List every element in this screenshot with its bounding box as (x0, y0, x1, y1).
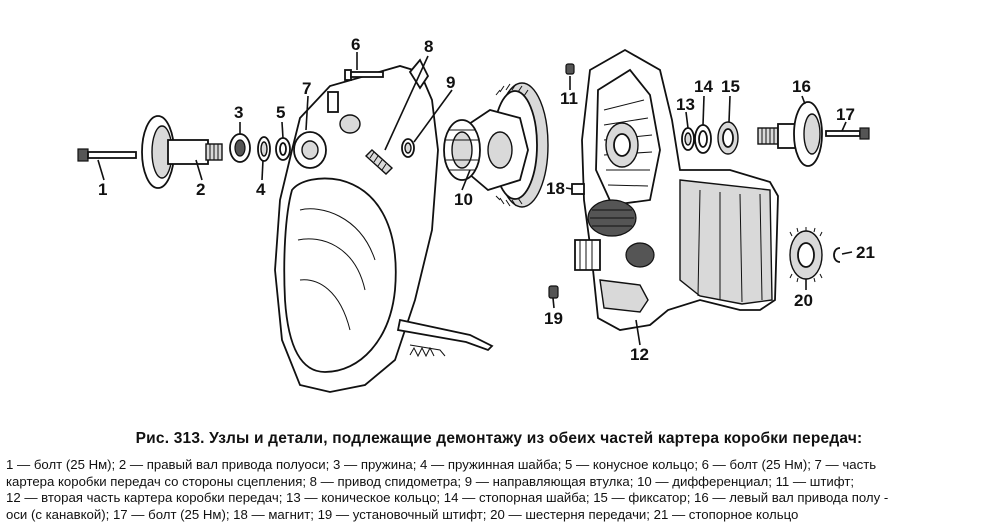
callout-7: 7 (302, 79, 311, 98)
part-4-spring-washer (257, 136, 271, 162)
callout-9: 9 (446, 73, 455, 92)
figure-caption-title: Рис. 313. Узлы и детали, подлежащие демо… (135, 430, 863, 447)
part-18-magnet (571, 183, 585, 195)
part-16-left-drive-shaft (757, 101, 823, 167)
part-20-gear (789, 227, 823, 283)
part-9-guide-sleeve (401, 138, 415, 158)
callout-5: 5 (276, 103, 285, 122)
callout-20: 20 (794, 291, 813, 310)
callout-11: 11 (560, 89, 578, 108)
callout-21: 21 (856, 243, 875, 262)
caption-line: 1 — болт (25 Нм); 2 — правый вал привода… (6, 457, 877, 472)
part-21-circlip (833, 247, 841, 263)
part-1-bolt (77, 148, 137, 162)
part-12-gearbox-housing (574, 48, 779, 331)
callout-13: 13 (676, 95, 695, 114)
part-17-bolt (825, 127, 870, 140)
callout-17: 17 (836, 105, 855, 124)
callout-labels: 1 2 3 4 5 6 7 8 9 10 11 12 13 14 15 16 1… (98, 35, 875, 364)
part-11-pin (565, 63, 575, 75)
callout-6: 6 (351, 35, 360, 54)
part-14-lock-washer (694, 124, 712, 154)
caption-line: оси (с канавкой); 17 — болт (25 Нм); 18 … (6, 506, 799, 522)
part-19-dowel-pin (548, 285, 559, 299)
callout-15: 15 (721, 77, 740, 96)
part-6-bolt (344, 69, 384, 81)
exploded-gearbox-illustration: 1 2 3 4 5 6 7 8 9 10 11 12 13 14 15 16 1… (77, 35, 875, 393)
figure-caption-legend: 1 — болт (25 Нм); 2 — правый вал привода… (6, 457, 992, 523)
part-15-retainer (717, 121, 739, 155)
callout-10: 10 (454, 190, 473, 209)
caption-line: картера коробки передач со стороны сцепл… (6, 473, 855, 489)
part-2-drive-shaft (141, 115, 223, 189)
part-3-spring (229, 133, 251, 163)
callout-4: 4 (256, 180, 266, 199)
part-13-conical-ring (681, 127, 695, 151)
caption-line: 12 — вторая часть картера коробки переда… (6, 490, 889, 506)
part-5-cone-ring (275, 137, 291, 161)
callout-19: 19 (544, 309, 563, 328)
callout-18: 18 (546, 179, 565, 198)
leader-lines (97, 52, 853, 346)
callout-1: 1 (98, 180, 107, 199)
callout-14: 14 (694, 77, 713, 96)
part-10-differential (443, 82, 549, 208)
callout-12: 12 (630, 345, 649, 364)
part-8-speedometer-drive (364, 149, 394, 175)
callout-3: 3 (234, 103, 243, 122)
callout-16: 16 (792, 77, 811, 96)
part-7-clutch-housing (274, 58, 494, 393)
callout-8: 8 (424, 37, 433, 56)
callout-2: 2 (196, 180, 205, 199)
